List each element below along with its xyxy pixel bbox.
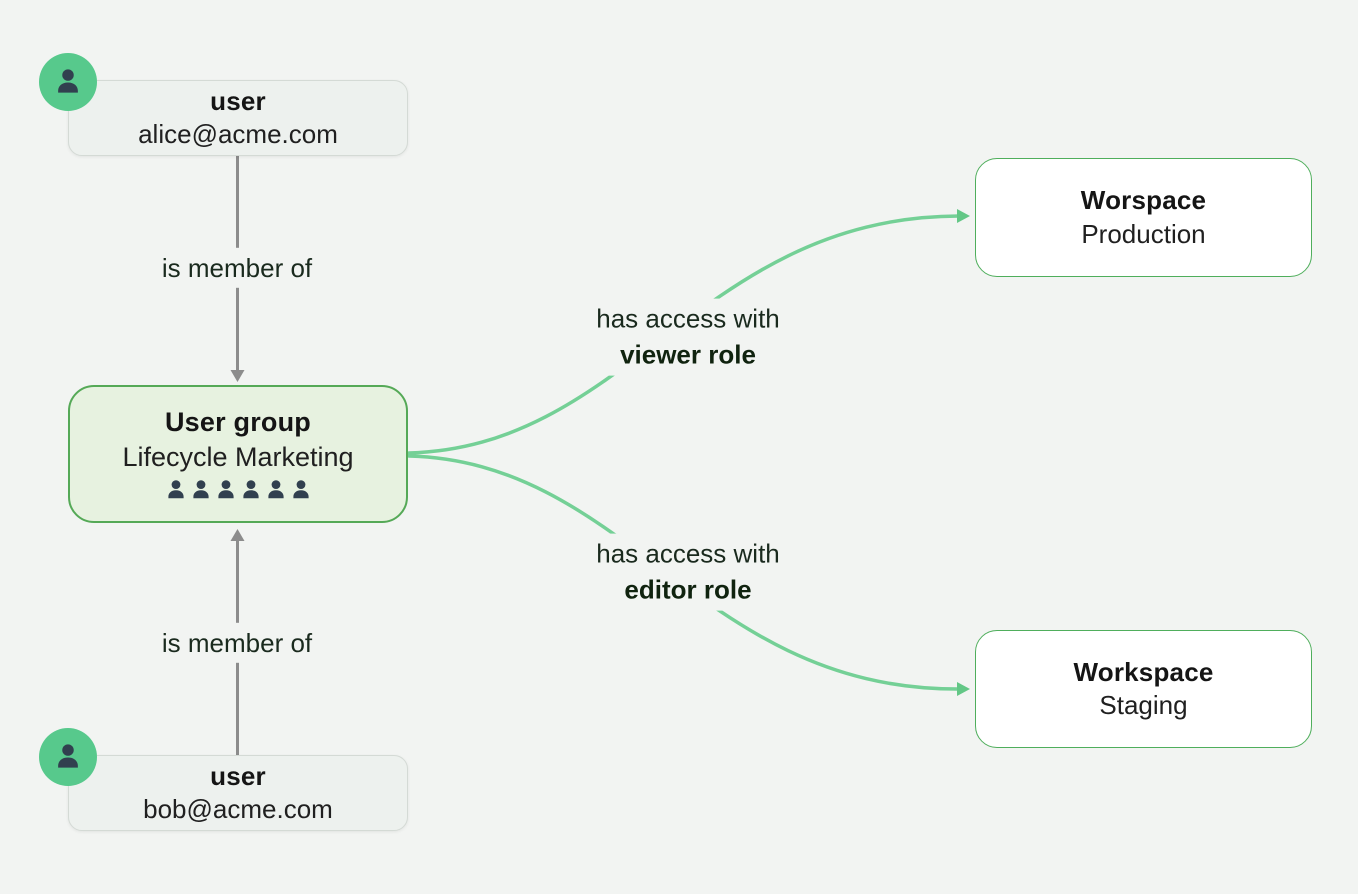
- person-icon: [217, 480, 234, 499]
- person-icon: [58, 744, 78, 768]
- node-type-label: Workspace: [1073, 656, 1214, 687]
- avatar-bob: [39, 728, 97, 786]
- node-user-group: User group Lifecycle Marketing: [68, 385, 408, 523]
- node-user-email: bob@acme.com: [143, 794, 333, 824]
- node-group-name: Lifecycle Marketing: [122, 441, 354, 472]
- edge-label-bob-membership: is member of: [151, 622, 323, 664]
- edge-label-viewer-access: has access with viewer role: [586, 298, 790, 376]
- edge-label-text: is member of: [161, 627, 313, 658]
- group-members-row: [164, 477, 313, 503]
- person-icon: [292, 480, 309, 499]
- edge-label-editor-access: has access with editor role: [586, 533, 790, 611]
- node-workspace-staging: Workspace Staging: [975, 630, 1312, 748]
- node-type-label: Worspace: [1080, 185, 1207, 216]
- edge-label-line2: editor role: [624, 575, 752, 605]
- avatar-alice: [39, 53, 97, 111]
- node-type-label: user: [210, 85, 266, 116]
- node-user-email: alice@acme.com: [138, 119, 338, 149]
- edge-label-alice-membership: is member of: [151, 247, 323, 289]
- node-type-label: User group: [164, 406, 312, 437]
- person-icon: [167, 480, 184, 499]
- person-icon: [58, 69, 78, 93]
- node-user-bob: user bob@acme.com: [68, 755, 408, 831]
- person-icon: [192, 480, 209, 499]
- node-type-label: user: [210, 760, 266, 791]
- node-workspace-name: Production: [1081, 218, 1206, 249]
- person-icon: [242, 480, 259, 499]
- edge-label-line1: has access with: [596, 303, 780, 334]
- edge-label-text: is member of: [161, 252, 313, 283]
- node-workspace-production: Worspace Production: [975, 158, 1312, 277]
- node-user-alice: user alice@acme.com: [68, 80, 408, 156]
- edge-label-line2: viewer role: [620, 340, 756, 370]
- node-workspace-name: Staging: [1099, 690, 1188, 720]
- person-icon: [267, 480, 284, 499]
- edge-label-line1: has access with: [596, 538, 780, 569]
